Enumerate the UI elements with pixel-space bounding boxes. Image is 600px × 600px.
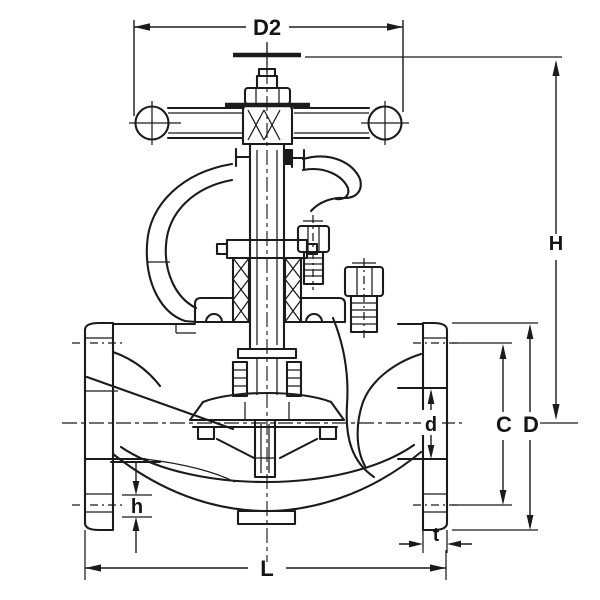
disc-and-seat [188,347,346,479]
yoke [145,155,362,324]
arrowhead [85,564,101,572]
dim-label-t: t [433,525,440,546]
dim-label-h: H [549,233,563,255]
arrowhead [132,481,140,495]
dim-flange-thickness: t [399,525,472,553]
arrowhead [526,515,534,530]
gland-wedge [283,149,292,165]
centerlines [62,42,462,562]
dim-bore: d [421,389,442,459]
gland-bolt [296,215,331,290]
dim-bolt-circle: C [452,342,512,506]
dim-label-l: L [260,556,273,581]
dim-label-d2: D2 [253,15,281,40]
right-flange [413,321,458,532]
bottom-boss [236,509,297,526]
bonnet-bolt [343,258,385,338]
arrowhead [447,540,461,548]
dim-label-bore: d [425,414,437,436]
dim-flange-od: D [452,322,539,531]
bonnet [193,296,347,324]
dim-face-to-face: L [84,530,447,581]
handwheel [129,67,409,146]
arrowhead [387,23,403,31]
dim-label-h-small: h [131,496,143,518]
arrowhead [132,517,140,531]
dim-d2: D2 [133,15,404,116]
dim-label-d-outer: D [523,412,539,437]
arrowhead [427,445,435,459]
left-flange [72,321,124,532]
gland-and-packing [215,238,319,324]
arrowhead [134,23,150,31]
stem-top-indicator [233,43,562,73]
dim-hub-height: h [122,462,152,553]
arrowhead [499,490,507,505]
dim-h-total: H [540,60,578,424]
hub-hatch [247,109,281,141]
body [83,316,449,526]
arrowhead [552,404,560,420]
arrowhead [409,540,423,548]
dim-label-c: C [496,412,512,437]
arrowhead [430,564,446,572]
